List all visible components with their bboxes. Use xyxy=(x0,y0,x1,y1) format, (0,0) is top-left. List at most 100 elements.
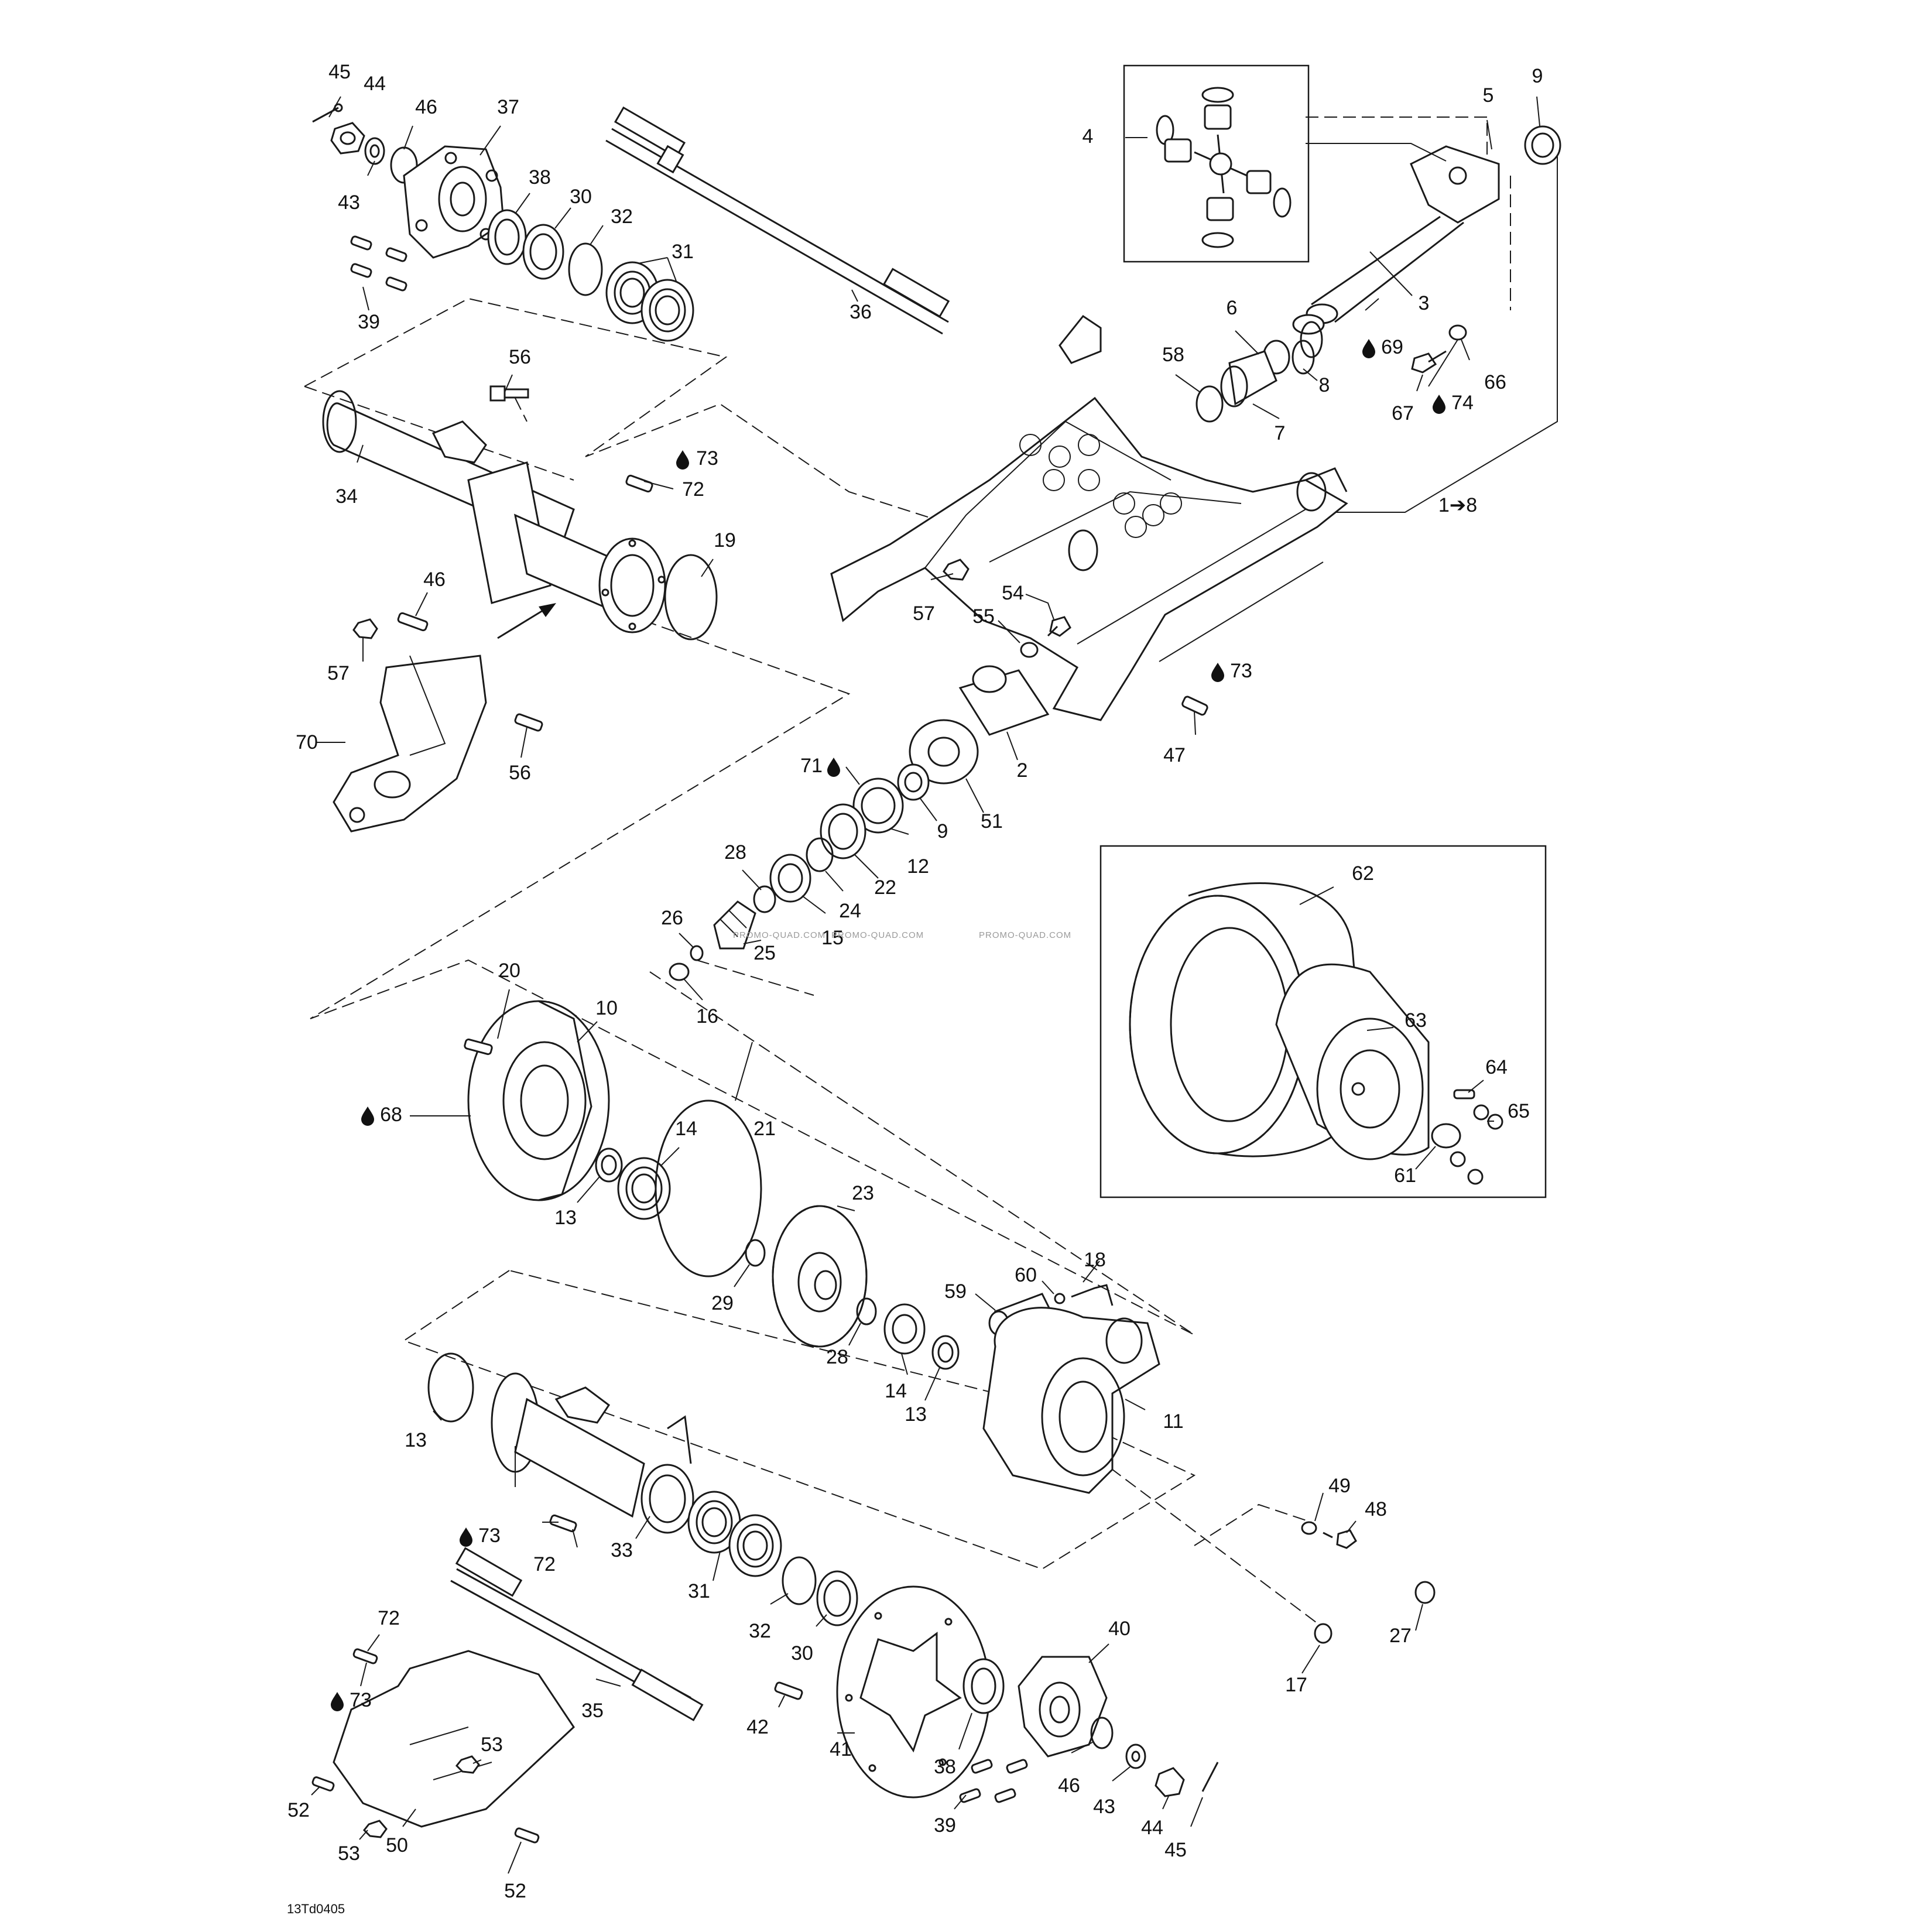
pin-72-bottom xyxy=(549,1514,577,1533)
label-38: 38 xyxy=(934,1756,956,1778)
brake-disc-41 xyxy=(836,1585,991,1799)
bolt-46-bracket xyxy=(397,612,429,632)
plug-27 xyxy=(1414,1581,1436,1604)
label-13: 13 xyxy=(905,1403,927,1426)
hose-18 xyxy=(1071,1284,1114,1306)
label-20: 20 xyxy=(498,960,520,982)
label-31: 31 xyxy=(672,241,694,263)
label-7: 7 xyxy=(1275,422,1286,444)
label-52: 52 xyxy=(504,1880,526,1902)
housing-34 xyxy=(322,390,666,633)
bearing-14-a xyxy=(617,1157,671,1220)
label-74: 74 xyxy=(1451,392,1474,414)
axle-shaft-36 xyxy=(605,106,950,335)
label-47: 47 xyxy=(1163,744,1186,766)
shim-28-top xyxy=(753,885,776,913)
clamp-60 xyxy=(1054,1293,1066,1304)
label-39: 39 xyxy=(358,311,380,333)
label-11: 11 xyxy=(1163,1410,1183,1433)
ujoint-detail-box xyxy=(1123,64,1310,263)
label-35: 35 xyxy=(581,1700,604,1722)
axle-shaft-35 xyxy=(450,1547,704,1722)
seal-30-b xyxy=(816,1570,858,1626)
watermark-3: PROMO-QUAD.COM xyxy=(979,930,1071,940)
label-40: 40 xyxy=(1108,1618,1131,1640)
label-53: 53 xyxy=(481,1734,503,1756)
label-5: 5 xyxy=(1483,84,1494,107)
label-30: 30 xyxy=(570,186,592,208)
label-9: 9 xyxy=(937,820,948,842)
label-46: 46 xyxy=(1058,1775,1080,1797)
label-73: 73 xyxy=(350,1689,372,1711)
label-22: 22 xyxy=(874,876,896,899)
label-59: 59 xyxy=(944,1280,967,1303)
leader-lines xyxy=(311,96,1558,1874)
bolt-52-a xyxy=(311,1776,335,1791)
boot-7 xyxy=(1220,350,1277,407)
bolt-56-top xyxy=(489,385,529,402)
bolt-52-b xyxy=(514,1827,540,1844)
shield-51 xyxy=(909,719,979,785)
label-25: 25 xyxy=(753,942,776,964)
pinion-25 xyxy=(713,900,756,950)
wheel-hub-37 xyxy=(403,145,505,259)
label-51: 51 xyxy=(981,810,1003,833)
label-46: 46 xyxy=(423,568,446,591)
shim-29 xyxy=(745,1239,766,1267)
housing-10 xyxy=(467,1000,610,1201)
castle-nut-44 xyxy=(330,122,365,155)
bolt-20 xyxy=(464,1038,493,1056)
label-33: 33 xyxy=(611,1539,633,1561)
label-3: 3 xyxy=(1419,292,1430,314)
label-39: 39 xyxy=(934,1814,956,1837)
wheel-studs-39 xyxy=(350,235,407,292)
label-13: 13 xyxy=(405,1429,427,1451)
label-4: 4 xyxy=(1083,125,1094,148)
label-37: 37 xyxy=(497,96,519,118)
label-66: 66 xyxy=(1484,371,1506,393)
callout-labels: 45 44 46 37 43 38 30 32 31 39 36 4 5 9 3… xyxy=(287,61,1543,1916)
oil-drop-icon xyxy=(827,758,840,777)
label-55: 55 xyxy=(972,605,995,628)
label-16: 16 xyxy=(696,1005,718,1027)
label-73: 73 xyxy=(1230,660,1252,682)
label-31: 31 xyxy=(688,1580,710,1602)
bushing-9 xyxy=(1524,125,1561,165)
label-41: 41 xyxy=(830,1738,852,1760)
label-28: 28 xyxy=(724,841,746,864)
plug-17 xyxy=(1314,1623,1332,1644)
shim-24 xyxy=(806,837,834,872)
label-21: 21 xyxy=(753,1118,776,1140)
sleeve-9 xyxy=(897,763,930,801)
label-69: 69 xyxy=(1381,336,1403,358)
nut-53-a xyxy=(455,1755,480,1774)
spacer-2 xyxy=(958,665,1050,736)
castle-nut-44-b xyxy=(1155,1767,1185,1797)
ring-26 xyxy=(690,945,704,961)
bearing-14-b xyxy=(883,1303,926,1355)
bracket-70 xyxy=(333,655,487,833)
label-56: 56 xyxy=(509,762,531,784)
seal-13-b xyxy=(931,1335,960,1370)
label-68: 68 xyxy=(380,1104,402,1126)
label-29: 29 xyxy=(711,1292,734,1314)
o-ring-46-b xyxy=(1090,1717,1114,1749)
bolt-42 xyxy=(774,1681,803,1700)
ring-30 xyxy=(522,224,564,280)
washer-43-b xyxy=(1125,1743,1146,1769)
label-61: 61 xyxy=(1394,1164,1416,1187)
label-23: 23 xyxy=(852,1182,874,1204)
clamp-58 xyxy=(1195,385,1224,423)
nut-57-bracket xyxy=(352,618,378,639)
label-72: 72 xyxy=(533,1553,556,1575)
shim-28-bottom xyxy=(856,1297,877,1325)
label-19: 19 xyxy=(714,529,736,551)
washer-43 xyxy=(364,137,385,165)
label-50: 50 xyxy=(386,1834,408,1856)
valve-64 xyxy=(1453,1089,1475,1099)
oil-drop-icon xyxy=(1362,339,1375,358)
o-ring-19 xyxy=(664,554,718,640)
label-8: 8 xyxy=(1319,374,1330,396)
